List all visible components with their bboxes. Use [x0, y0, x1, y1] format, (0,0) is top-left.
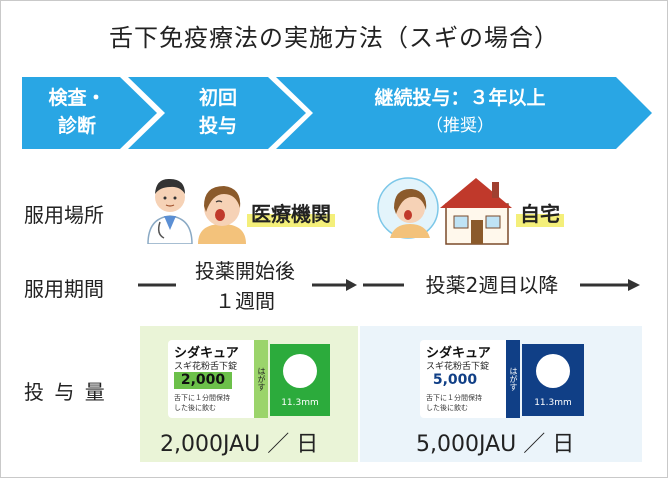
- step-2-label: 初回 投与: [168, 84, 268, 140]
- step-3-line2: （推奨）: [426, 116, 494, 136]
- tablet-2000-size: 11.3mm: [281, 398, 319, 408]
- package-5000-product: スギ花粉舌下錠: [426, 362, 490, 372]
- doctor-patient-illustration: [147, 178, 246, 244]
- tablet-card-5000: 11.3mm: [522, 344, 584, 416]
- package-2000-brand: シダキュア: [174, 346, 239, 361]
- step-3-label: 継続投与：３年以上 （推奨）: [320, 84, 600, 140]
- period-after: 投薬2週目以降: [425, 273, 559, 297]
- chevron-step-2: [128, 77, 306, 149]
- period-initial-line2: １週間: [215, 289, 275, 313]
- location-clinic: 医療機関: [247, 198, 335, 227]
- step-1-line2: 診断: [57, 115, 96, 137]
- arrow-2: [580, 279, 640, 291]
- package-2000-strength: 2,000: [174, 372, 232, 389]
- location-home: 自宅: [516, 198, 564, 227]
- package-5000-note1: 舌下に１分間保持: [426, 394, 482, 402]
- package-5000-brand: シダキュア: [426, 346, 491, 361]
- dose-label: 投 与 量: [24, 380, 107, 404]
- package-2000: シダキュア スギ花粉舌下錠 2,000 舌下に１分間保持 した後に飲む はがす: [168, 340, 268, 418]
- tablet-2000-icon: [283, 354, 317, 388]
- package-5000-peel-tab: はがす: [506, 340, 520, 418]
- period-label: 服用期間: [24, 277, 104, 301]
- chevron-step-1: [22, 77, 157, 149]
- chevron-step-3: [276, 77, 652, 149]
- house-icon: [440, 178, 512, 245]
- package-5000: シダキュア スギ花粉舌下錠 5,000 舌下に１分間保持 した後に飲む はがす: [420, 340, 520, 418]
- package-2000-product: スギ花粉舌下錠: [174, 362, 238, 372]
- step-2-line1: 初回: [198, 87, 237, 109]
- period-initial-line1: 投薬開始後: [195, 259, 295, 283]
- dose-amount-2000: 2,000JAU ／ 日: [160, 432, 319, 457]
- package-2000-peel-tab: はがす: [254, 340, 268, 418]
- tablet-5000-icon: [536, 354, 570, 388]
- step-2-line2: 投与: [198, 115, 237, 137]
- package-5000-strength: 5,000: [432, 372, 478, 388]
- doctor-icon: [147, 178, 193, 244]
- step-1-label: 検査・ 診断: [30, 84, 124, 140]
- location-label: 服用場所: [24, 203, 104, 227]
- package-5000-note2: した後に飲む: [426, 404, 468, 412]
- tablet-card-2000: 11.3mm: [270, 344, 330, 416]
- step-1-line1: 検査・: [48, 87, 106, 109]
- patient-home-icon: [377, 177, 439, 239]
- package-2000-note2: した後に飲む: [174, 404, 216, 412]
- tablet-5000-size: 11.3mm: [534, 398, 572, 408]
- step-3-line1: 継続投与：３年以上: [374, 87, 546, 109]
- patient-icon: [198, 186, 246, 244]
- arrow-1: [312, 279, 357, 291]
- diagram-title: 舌下免疫療法の実施方法（スギの場合）: [109, 24, 559, 52]
- home-illustration: [377, 177, 512, 245]
- package-2000-note1: 舌下に１分間保持: [174, 394, 230, 402]
- period-initial: 投薬開始後 １週間: [178, 256, 312, 316]
- dose-amount-5000: 5,000JAU ／ 日: [416, 432, 575, 457]
